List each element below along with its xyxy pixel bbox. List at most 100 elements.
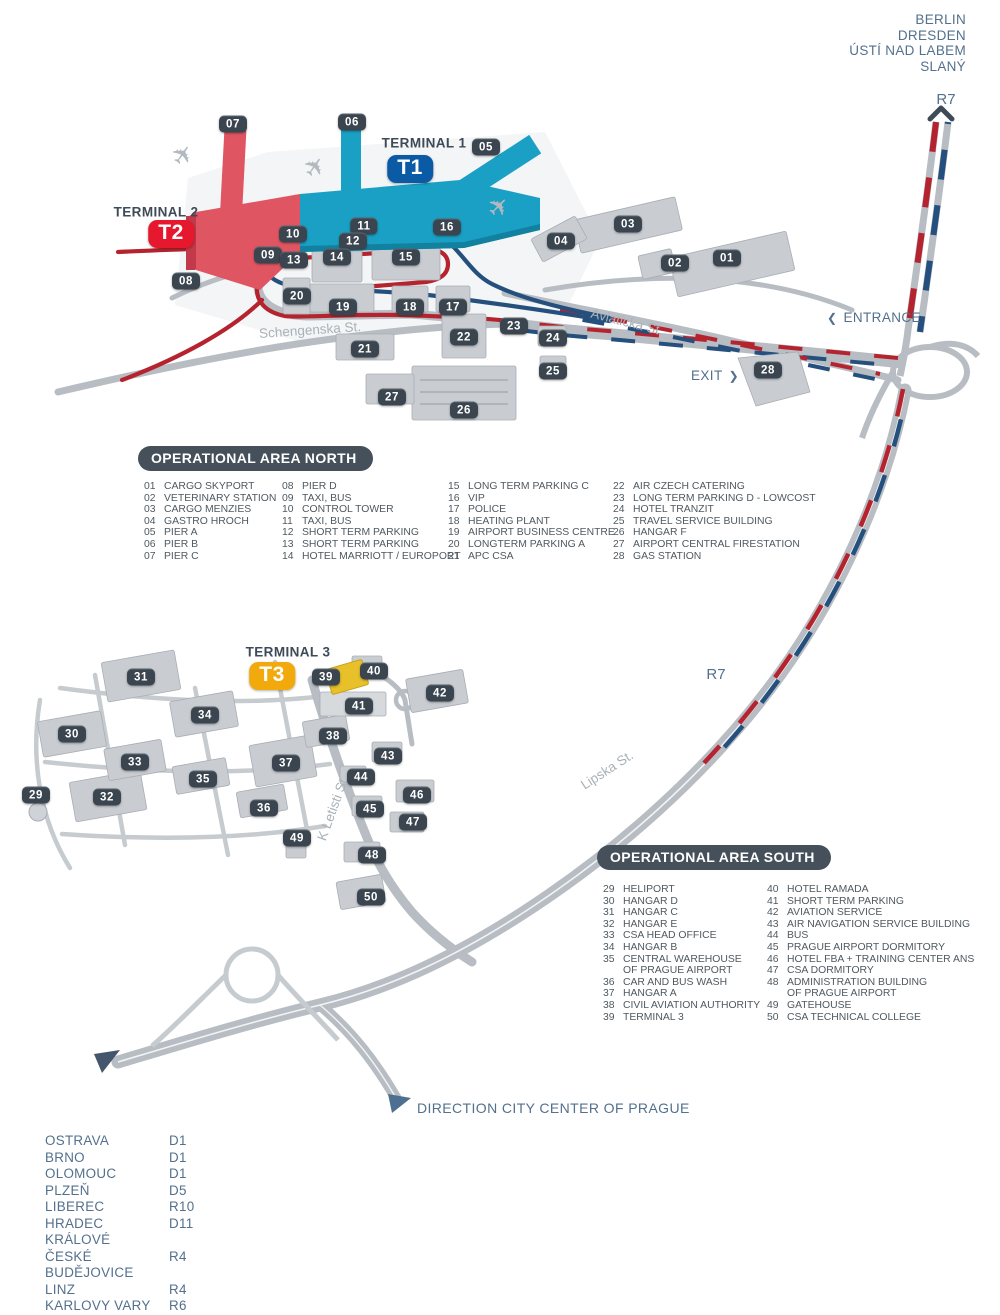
map-marker-06: 06 [338,113,366,131]
terminal-label-t1: TERMINAL 1 [381,135,467,151]
map-marker-14: 14 [323,248,351,266]
map-marker-15: 15 [392,248,420,266]
chevron-left-icon: ❮ [827,310,838,325]
destination-line: BERLIN [915,12,966,27]
map-marker-28: 28 [754,361,782,379]
map-marker-11: 11 [350,217,378,235]
r7-label-mid: R7 [706,666,726,683]
exit-label: EXIT ❯ [691,368,740,383]
map-marker-38: 38 [319,727,347,745]
map-marker-21: 21 [351,340,379,358]
map-marker-08: 08 [172,272,200,290]
map-marker-10: 10 [279,225,307,243]
map-marker-41: 41 [345,697,373,715]
map-marker-32: 32 [93,788,121,806]
map-marker-27: 27 [378,388,406,406]
map-marker-26: 26 [450,401,478,419]
legend-north-title: OPERATIONAL AREA NORTH [138,446,373,471]
map-marker-48: 48 [358,846,386,864]
highway-arrow-icon [94,1050,120,1073]
map-marker-39: 39 [312,668,340,686]
map-marker-47: 47 [399,813,427,831]
terminal-badge-t1: T1 [387,155,433,183]
airplane-icon: ✈ [164,137,201,172]
destination-line: DRESDEN [897,27,966,43]
map-marker-25: 25 [539,362,567,380]
destination-line: SLANÝ [920,58,966,74]
chevron-right-icon: ❯ [728,368,740,383]
map-marker-09: 09 [254,246,282,264]
map-marker-45: 45 [356,800,384,818]
map-marker-43: 43 [374,747,402,765]
map-marker-40: 40 [360,662,388,680]
destination-line: ÚSTÍ NAD LABEM [849,43,966,59]
terminal-label-t3: TERMINAL 3 [245,644,331,660]
map-marker-01: 01 [713,249,741,267]
map-marker-23: 23 [500,317,528,335]
heliport-pad [28,802,48,822]
map-marker-46: 46 [403,786,431,804]
map-marker-36: 36 [250,799,278,817]
entrance-label: ❮ ENTRANCE [827,310,921,325]
terminal-badge-t2: T2 [148,220,194,248]
direction-label: DIRECTION CITY CENTER OF PRAGUE [417,1100,690,1116]
map-marker-31: 31 [127,668,155,686]
map-marker-24: 24 [539,329,567,347]
map-marker-33: 33 [121,753,149,771]
north-buildings [282,196,811,421]
map-marker-20: 20 [283,287,311,305]
entrance-road [506,318,904,368]
map-marker-12: 12 [339,232,367,250]
map-marker-05: 05 [472,138,500,156]
map-marker-22: 22 [450,328,478,346]
map-marker-07: 07 [219,115,247,133]
